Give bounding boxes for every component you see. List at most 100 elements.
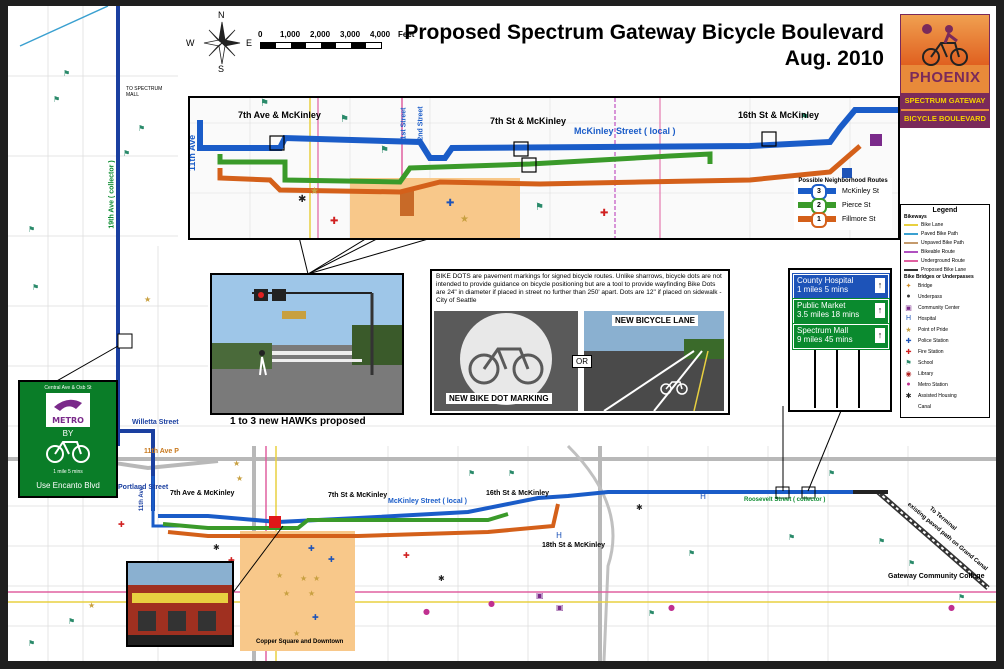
eleventh-ave-label: 11th Ave xyxy=(139,486,146,512)
legend-line-swatch xyxy=(904,259,918,262)
route-number: 1 xyxy=(811,212,827,228)
scale-tick: 0 xyxy=(258,30,263,39)
metro-sign-header: Central Ave & Osb St xyxy=(44,385,92,391)
legend-item: ▣ Community Center xyxy=(901,302,989,313)
legend-bikeway-row: Underground Route xyxy=(901,256,989,265)
svg-text:⚑: ⚑ xyxy=(63,69,70,78)
legend-line-swatch xyxy=(904,223,918,226)
svg-text:★: ★ xyxy=(233,459,240,468)
legend-item: ◉ Library xyxy=(901,368,989,379)
legend-bikeway-row: Paved Bike Path xyxy=(901,229,989,238)
bike-dots-panel: BIKE DOTS are pavement markings for sign… xyxy=(430,269,730,415)
metro-logo-icon: METRO xyxy=(52,399,84,425)
legend-item-label: Underpass xyxy=(918,293,943,300)
arrow-up-icon: ↑ xyxy=(875,303,885,318)
title-date: Aug. 2010 xyxy=(784,47,884,70)
route-name: Pierce St xyxy=(842,201,871,209)
svg-text:⚑: ⚑ xyxy=(28,639,35,648)
svg-text:✚: ✚ xyxy=(312,613,319,622)
inset-11th-ave-label: 11th Ave xyxy=(188,134,198,172)
main-7th-ave-label: 7th Ave & McKinley xyxy=(170,490,235,497)
scale-tick: 2,000 xyxy=(310,30,331,39)
community-center-icon: ▣ xyxy=(905,304,912,312)
svg-text:⚑: ⚑ xyxy=(68,617,75,626)
roosevelt-street-label: Roosevelt Street ( collector ) xyxy=(744,497,826,503)
legend-item: ✚ Police Station xyxy=(901,335,989,346)
portland-street-label: Portland Street xyxy=(118,484,169,491)
inset-mckinley-street-label: McKinley Street ( local ) xyxy=(574,126,676,136)
legend-bikeway-label: Unpaved Bike Path xyxy=(921,239,964,246)
svg-text:⚑: ⚑ xyxy=(908,559,915,568)
svg-text:▣: ▣ xyxy=(536,591,544,600)
legend-item-label: School xyxy=(918,359,934,366)
svg-text:★: ★ xyxy=(293,629,300,638)
svg-text:⚑: ⚑ xyxy=(123,149,130,158)
metro-sign-action: Use Encanto Blvd xyxy=(36,481,100,490)
legend-line-swatch xyxy=(904,241,918,244)
svg-text:⚑: ⚑ xyxy=(508,469,515,478)
svg-text:⚑: ⚑ xyxy=(380,145,389,156)
bike-lane-label: NEW BICYCLE LANE xyxy=(612,315,698,326)
legend-bikeway-row: Bikeable Route xyxy=(901,247,989,256)
legend-item-label: Community Center xyxy=(918,304,960,311)
to-spectrum-mall-label: TO SPECTRUM MALL xyxy=(126,86,163,98)
legend-item-label: Canal xyxy=(918,403,932,410)
legend-item-label: Hospital xyxy=(918,315,937,322)
svg-text:⚑: ⚑ xyxy=(800,112,809,123)
svg-text:✱: ✱ xyxy=(298,194,306,205)
legend-item-label: Library xyxy=(918,370,934,377)
bike-lane-photo: NEW BICYCLE LANE xyxy=(584,311,724,412)
svg-text:✚: ✚ xyxy=(330,216,338,227)
legend-bikeway-row: Unpaved Bike Path xyxy=(901,238,989,247)
svg-text:⚑: ⚑ xyxy=(688,549,695,558)
svg-text:✚: ✚ xyxy=(403,551,410,560)
police-icon: ✚ xyxy=(905,337,912,345)
main-mckinley-label: McKinley Street ( local ) xyxy=(388,498,467,505)
bike-dot-label: NEW BIKE DOT MARKING xyxy=(446,393,552,404)
legend-item: ✦Bridge xyxy=(901,280,989,291)
legend-bikeway-label: Bike Lane xyxy=(921,221,944,228)
legend-item-label: Police Station xyxy=(918,337,949,344)
legend-bikeway-label: Bikeable Route xyxy=(921,248,955,255)
scale-tick: 4,000 xyxy=(370,30,391,39)
svg-text:⚑: ⚑ xyxy=(468,469,475,478)
inset-2nd-street-label: 2nd Street xyxy=(417,106,425,141)
wayfinding-detail: 1 miles 5 mins xyxy=(797,285,849,294)
copper-square-label: Copper Square and Downtown xyxy=(256,639,344,645)
legend-bikeway-label: Underground Route xyxy=(921,257,965,264)
nineteenth-ave-label: 19th Ave ( collector ) xyxy=(108,160,116,229)
cyclist-logo-icon xyxy=(922,24,968,66)
star-icon: ★ xyxy=(905,326,912,334)
svg-text:✱: ✱ xyxy=(438,574,445,583)
svg-text:⚑: ⚑ xyxy=(788,533,795,542)
school-icon: ⚑ xyxy=(905,359,912,367)
legend-bikeway-label: Paved Bike Path xyxy=(921,230,958,237)
wayfinding-destination: Spectrum Mall xyxy=(797,326,849,335)
legend-item-label: Metro Station xyxy=(918,381,948,388)
base-map: ⚑⚑ ⚑⚑ ⚑★ ⚑✚ ★★ ✱✚ ✚✚ ★★ ★★ ★★ ✚✚ ✱▣ ▣✱ H… xyxy=(8,6,996,661)
svg-text:▣: ▣ xyxy=(556,603,564,612)
svg-text:⚑: ⚑ xyxy=(260,98,269,109)
legend-bridges-title: Bike Bridges or Underpasses xyxy=(904,274,974,280)
legend-line-swatch xyxy=(904,232,918,235)
svg-text:★: ★ xyxy=(276,571,283,580)
logo-line1: SPECTRUM GATEWAY xyxy=(901,93,989,109)
metro-sign-by: BY xyxy=(62,429,74,438)
library-icon: ◉ xyxy=(905,370,912,378)
inset-map-drawing: ✚ ✚ ★ ✚ ✱ ★ ⚑ ⚑ ⚑ ⚑ ⚑ xyxy=(190,98,898,238)
legend-item: ★Point of Pride xyxy=(901,324,989,335)
legend-item-label: Fire Station xyxy=(918,348,944,355)
svg-text:H: H xyxy=(556,531,562,540)
svg-text:✚: ✚ xyxy=(600,208,608,219)
svg-text:●: ● xyxy=(423,607,430,616)
svg-text:⚑: ⚑ xyxy=(958,593,965,602)
svg-text:★: ★ xyxy=(144,295,151,304)
